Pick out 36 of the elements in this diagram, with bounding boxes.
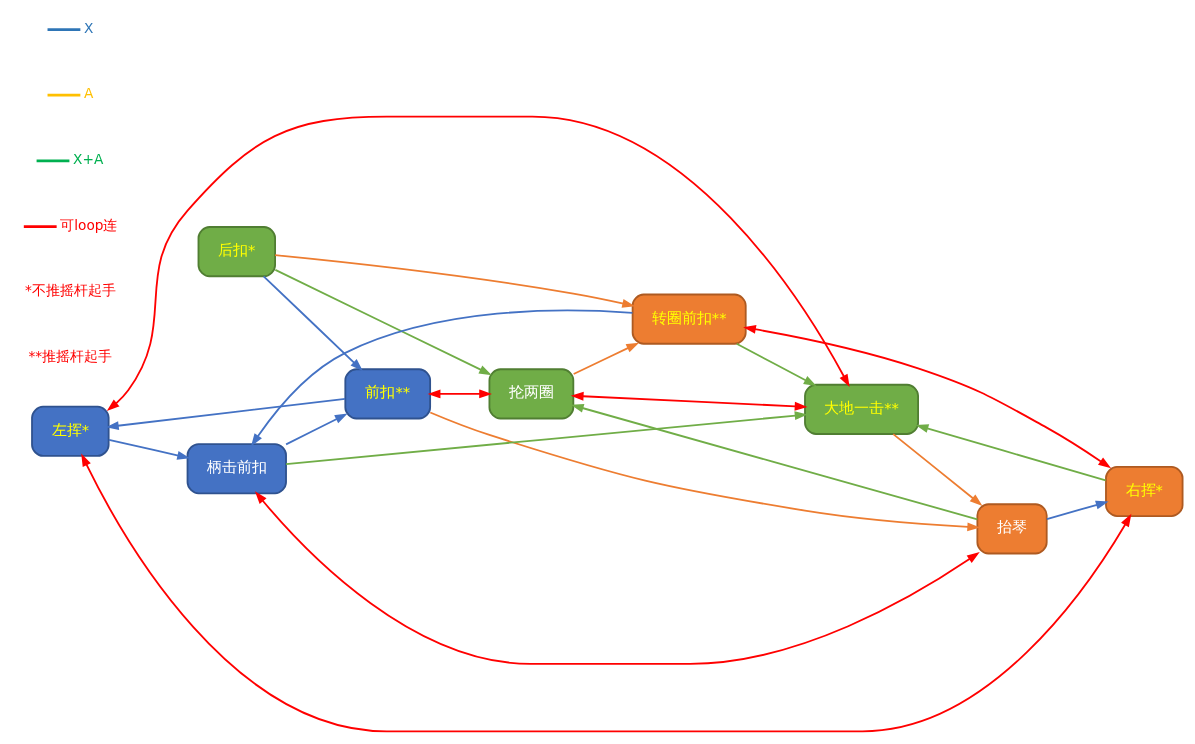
arrow xyxy=(743,324,1112,469)
node-box: 前扣** xyxy=(344,368,432,420)
arrow xyxy=(251,309,634,447)
arrow xyxy=(274,254,636,308)
node-box: 抡两圈 xyxy=(488,368,575,420)
node-box: 柄击前扣 xyxy=(186,443,287,495)
arrow xyxy=(106,115,850,412)
legend-label: A xyxy=(84,85,94,102)
node-box: 抬琴 xyxy=(976,503,1048,555)
legend-label: X xyxy=(84,19,94,36)
arrow xyxy=(570,391,808,411)
arrow xyxy=(254,491,980,665)
arrow xyxy=(892,433,983,506)
node-box: 大地一击** xyxy=(804,383,919,435)
arrow xyxy=(274,269,492,376)
arrow xyxy=(1045,500,1109,521)
arrow xyxy=(285,411,808,465)
arrow xyxy=(427,389,492,399)
arrow xyxy=(570,403,979,521)
node-box: 后扣* xyxy=(197,226,276,278)
arrow xyxy=(105,397,347,431)
node-box: 转圈前扣** xyxy=(631,293,747,345)
arrow xyxy=(108,438,190,460)
node-box: 左挥* xyxy=(31,405,110,457)
arrow xyxy=(81,453,1132,733)
legend-label: X+A xyxy=(73,151,104,168)
arrow xyxy=(735,342,817,387)
node-box: 右挥* xyxy=(1105,465,1184,517)
label: **推摇杆起手 xyxy=(28,347,113,364)
arrow xyxy=(262,275,363,372)
legend-label: 可loop连 xyxy=(60,216,118,233)
arrow xyxy=(572,342,640,375)
arrow xyxy=(915,424,1107,482)
label: *不推摇杆起手 xyxy=(24,281,116,298)
arrow xyxy=(429,411,981,532)
arrow xyxy=(285,413,348,446)
